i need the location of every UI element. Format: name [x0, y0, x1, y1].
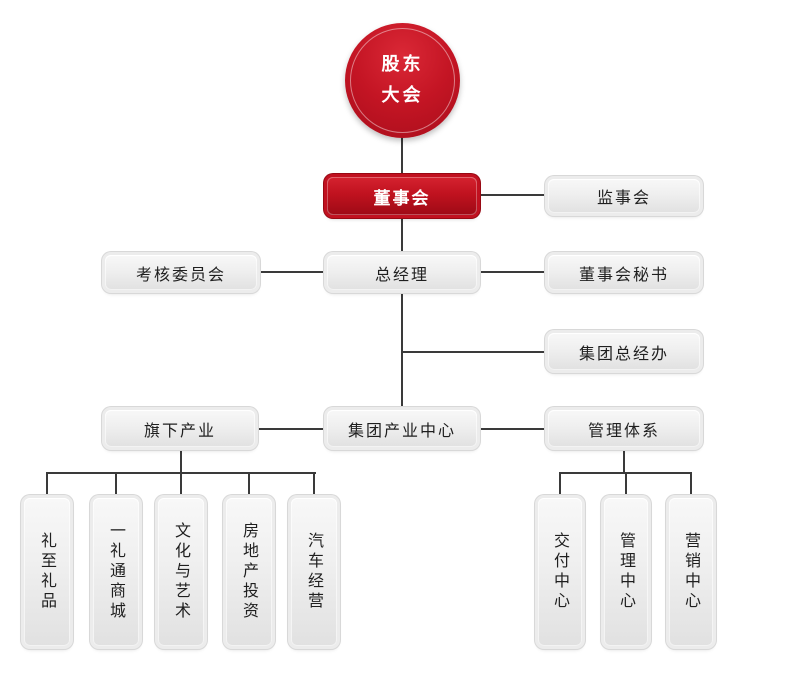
node-yilitong-mall: 一礼通商城	[93, 498, 139, 646]
connector-line	[477, 194, 548, 196]
node-subsidiary-industries: 旗下产业	[105, 410, 255, 447]
connector-line	[401, 214, 403, 255]
connector-line	[46, 473, 48, 498]
connector-line	[401, 290, 403, 410]
node-marketing-center: 营销中心	[669, 498, 713, 646]
node-board-of-directors: 董事会	[327, 177, 477, 215]
connector-line	[559, 473, 561, 498]
node-delivery-center: 交付中心	[538, 498, 582, 646]
node-group-industry-center: 集团产业中心	[327, 410, 477, 447]
connector-line	[402, 351, 548, 353]
connector-line	[625, 473, 627, 498]
connector-line	[401, 137, 403, 177]
node-general-manager: 总经理	[327, 255, 477, 290]
node-shareholders-meeting: 股东 大会	[345, 23, 460, 138]
connector-line	[180, 447, 182, 473]
node-supervisory-board: 监事会	[548, 179, 700, 213]
node-lizhi-gifts: 礼至礼品	[24, 498, 70, 646]
node-culture-and-art: 文化与艺术	[158, 498, 204, 646]
node-board-secretary: 董事会秘书	[548, 255, 700, 290]
connector-line	[690, 473, 692, 498]
connector-line	[248, 473, 250, 498]
connector-line	[115, 473, 117, 498]
node-auto-business: 汽车经营	[291, 498, 337, 646]
connector-line	[313, 473, 315, 498]
node-real-estate-investment: 房地产投资	[226, 498, 272, 646]
connector-line	[623, 447, 625, 473]
shareholders-meeting-label-line2: 大会	[381, 84, 424, 106]
node-management-center: 管理中心	[604, 498, 648, 646]
node-assessment-committee: 考核委员会	[105, 255, 257, 290]
node-management-system: 管理体系	[548, 410, 700, 447]
shareholders-meeting-label-line1: 股东	[381, 53, 424, 75]
connector-line	[180, 473, 182, 498]
connector-line	[478, 428, 548, 430]
node-group-general-office: 集团总经办	[548, 333, 700, 370]
connector-line	[257, 271, 327, 273]
connector-line	[477, 271, 548, 273]
connector-line	[255, 428, 327, 430]
